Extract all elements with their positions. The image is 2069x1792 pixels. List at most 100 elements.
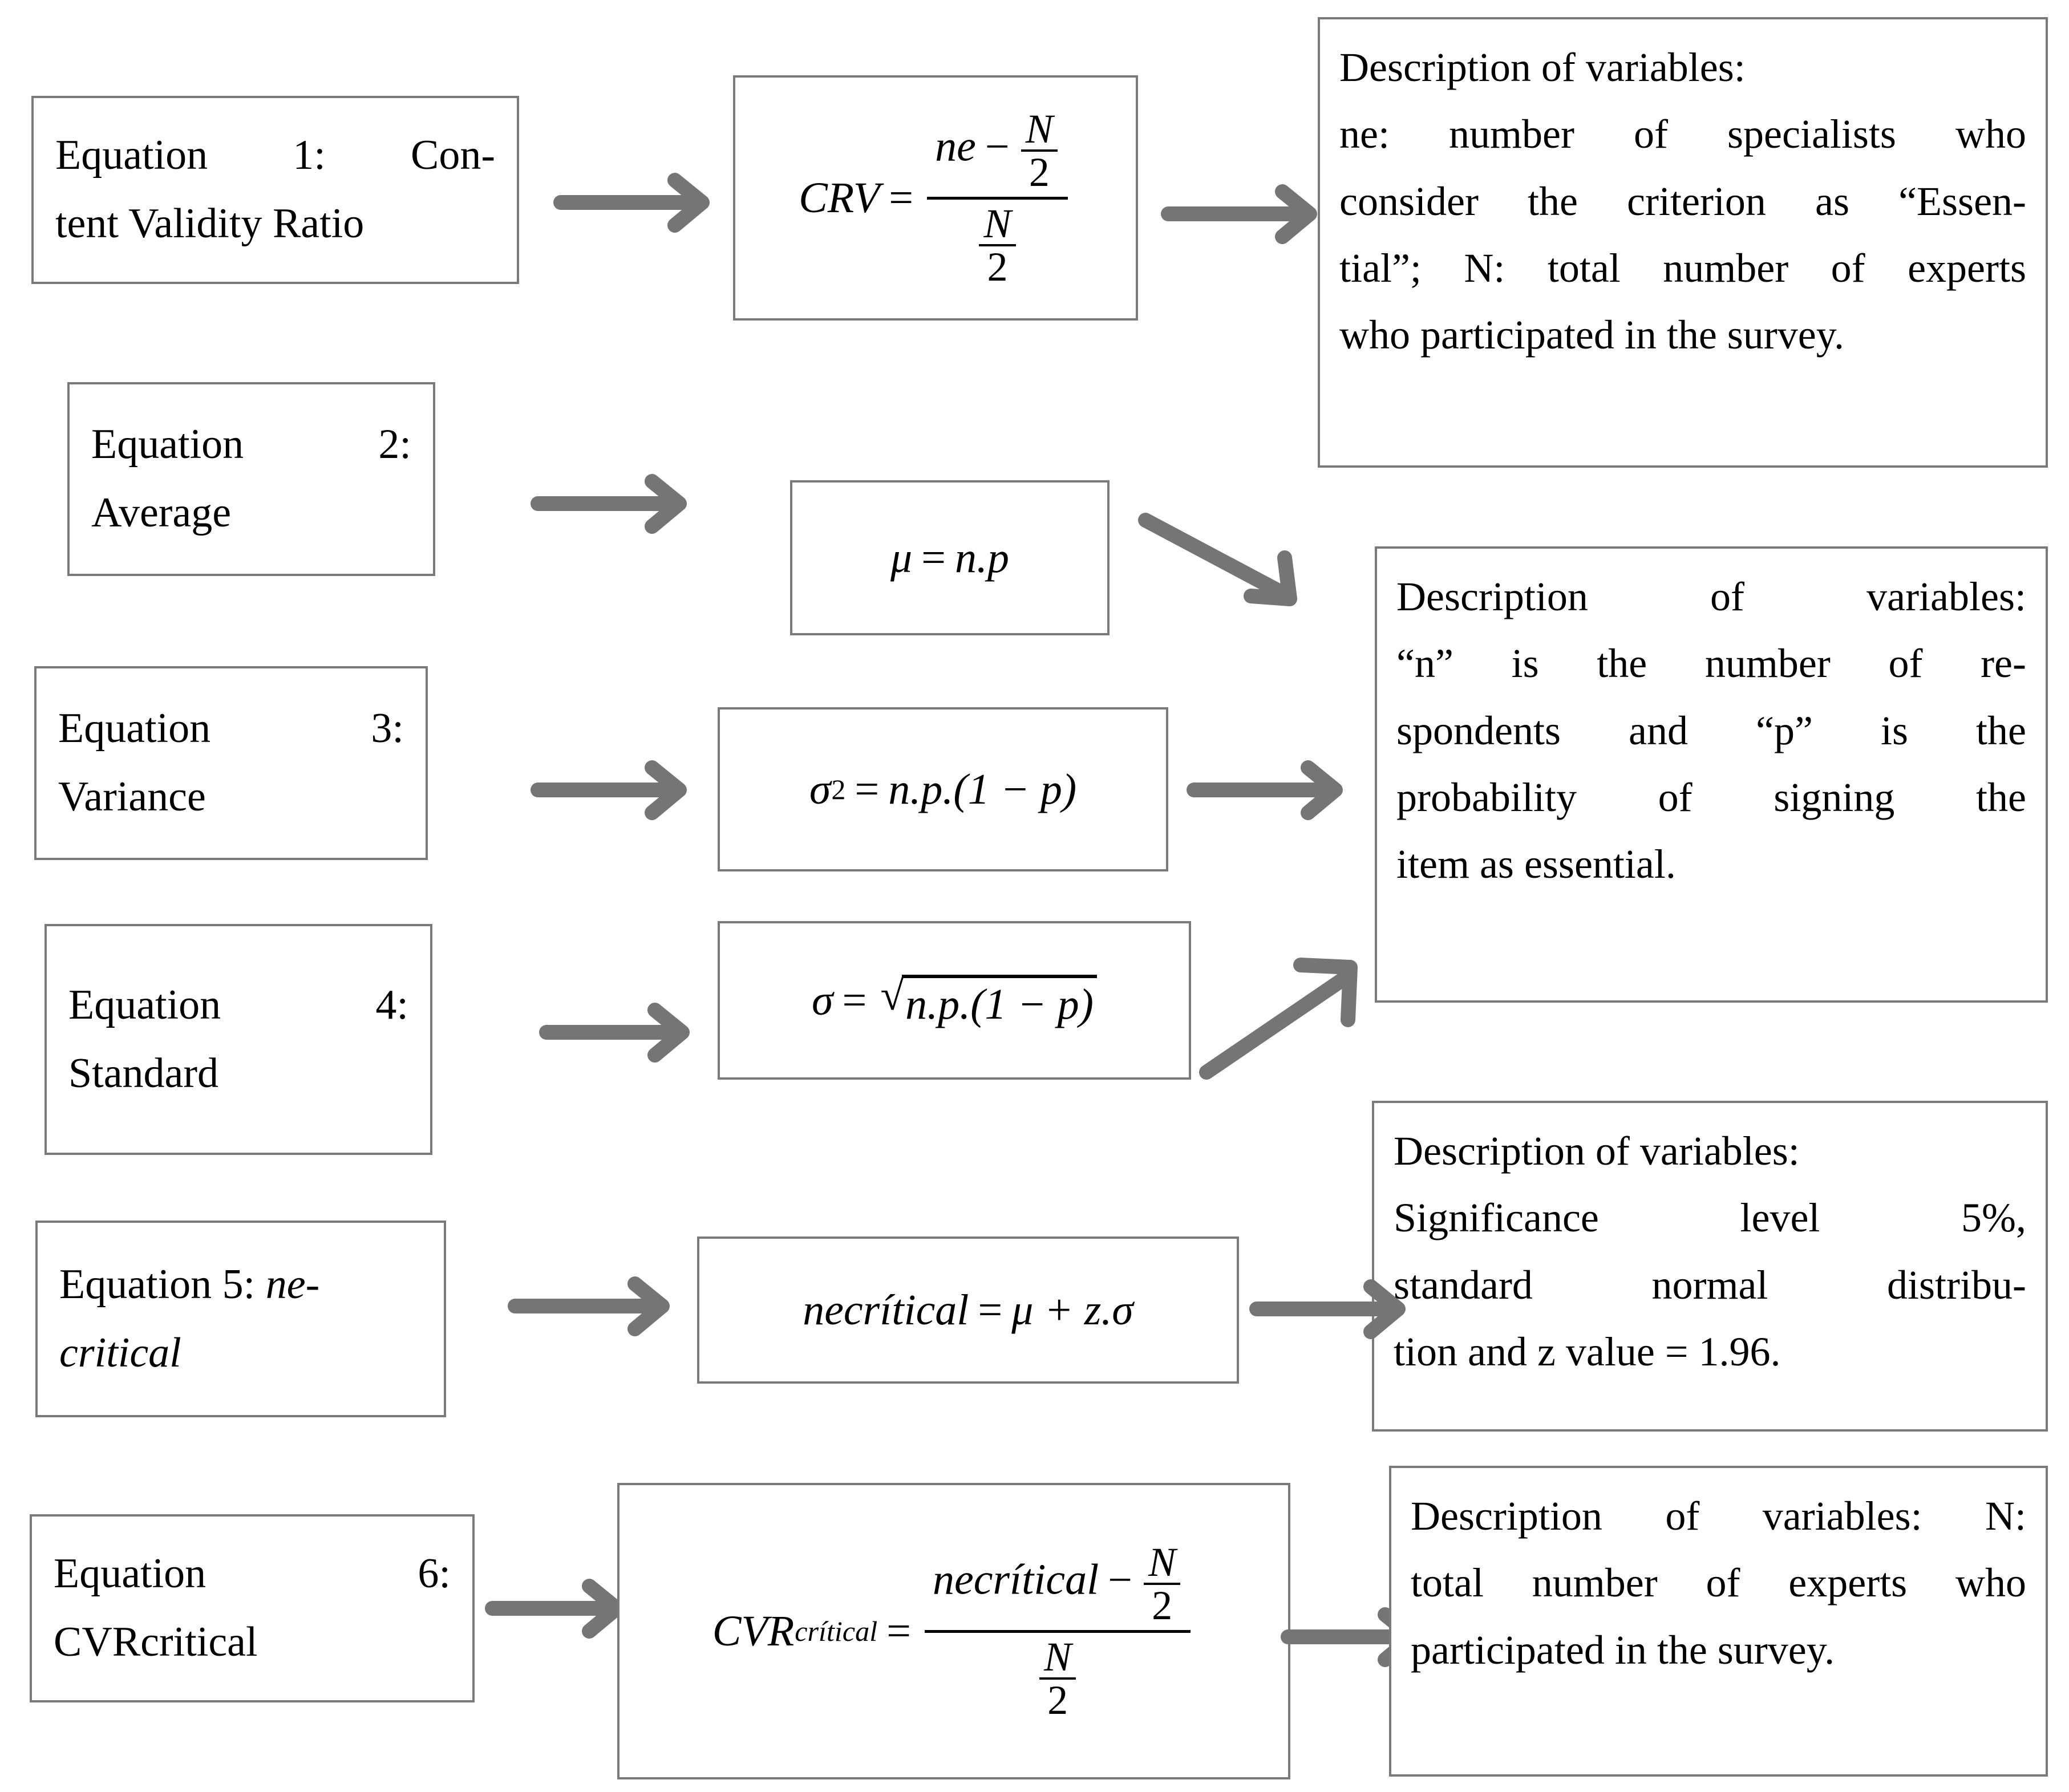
equation-2-formula: μ = n.p xyxy=(890,536,1009,579)
description-box-4: Description of variables: N: total numbe… xyxy=(1389,1466,2048,1777)
equation-4-label-line1: Equation 4: xyxy=(68,981,408,1028)
equation-4-label-box: Equation 4: Standard xyxy=(44,924,432,1155)
description-1-line3: consider the criterion as “Essen- xyxy=(1339,178,2026,224)
fraction-bar xyxy=(1039,1677,1076,1680)
equation-4-formula: σ = √ n.p.(1 − p) xyxy=(812,971,1097,1026)
equation-3-label-box: Equation 3: Variance xyxy=(34,666,428,860)
equation-6-den-inner-num: N xyxy=(1044,1633,1072,1680)
equation-6-num-inner-num: N xyxy=(1148,1539,1176,1586)
equation-3-lhs: σ xyxy=(809,765,831,813)
arrow-eq4-label-to-formula xyxy=(539,1001,702,1064)
description-1-line5: who participated in the survey. xyxy=(1339,312,1845,358)
equation-5-formula: necrítical = μ + z.σ xyxy=(803,1288,1133,1332)
equation-4-equals: = xyxy=(842,976,867,1024)
equation-1-den-inner-num: N xyxy=(983,200,1011,246)
arrow-eq5-label-to-formula xyxy=(508,1275,682,1337)
arrow-eq1-label-to-formula xyxy=(553,171,722,234)
equation-4-formula-box: σ = √ n.p.(1 − p) xyxy=(718,921,1191,1080)
equation-3-exponent: 2 xyxy=(831,773,846,805)
equation-4-label-line2: Standard xyxy=(68,1049,219,1097)
equation-4-radical: √ n.p.(1 − p) xyxy=(880,971,1097,1026)
description-box-1: Description of variables: ne: number of … xyxy=(1318,17,2048,468)
equation-2-label-box: Equation 2: Average xyxy=(67,382,435,576)
equation-3-label-line2: Variance xyxy=(58,773,206,820)
equation-5-label-line2-italic: critical xyxy=(59,1329,181,1376)
arrow-eq2-formula-to-desc2 xyxy=(1135,508,1323,639)
equation-5-label-line1-plain: Equation 5: xyxy=(59,1260,266,1308)
equation-4-label-text: Equation 4: Standard xyxy=(47,971,430,1108)
equation-3-label-line1: Equation 3: xyxy=(58,705,404,752)
description-3-line4: tion and z value = 1.96. xyxy=(1394,1329,1781,1375)
equation-5-formula-box: necrítical = μ + z.σ xyxy=(697,1236,1239,1384)
description-1-text: Description of variables: ne: number of … xyxy=(1320,19,2046,384)
equation-2-label-line2: Average xyxy=(91,489,232,536)
equation-1-label-box: Equation 1: Con- tent Validity Ratio xyxy=(31,96,519,284)
radical-icon: √ xyxy=(880,971,905,1019)
equation-1-num-inner-num: N xyxy=(1025,106,1053,152)
equation-4-radicand: n.p.(1 − p) xyxy=(902,975,1097,1026)
equation-1-num-left: ne xyxy=(935,122,976,171)
equation-5-equals: = xyxy=(978,1286,1003,1334)
description-4-line1: Description of variables: N: xyxy=(1411,1493,2026,1539)
equation-3-equals: = xyxy=(855,765,880,813)
equation-1-equals: = xyxy=(889,174,914,222)
fraction-bar xyxy=(927,196,1068,200)
equation-2-lhs: μ xyxy=(890,534,913,582)
equation-5-label-text: Equation 5: ne- critical xyxy=(38,1251,444,1388)
equation-3-label-text: Equation 3: Variance xyxy=(37,695,426,832)
equation-5-lhs: necrítical xyxy=(803,1286,969,1334)
fraction-bar xyxy=(979,244,1016,246)
equation-6-label-text: Equation 6: CVRcritical xyxy=(32,1540,472,1677)
equation-2-label-line1: Equation 2: xyxy=(91,421,411,468)
equation-1-num-inner-den: 2 xyxy=(1029,149,1050,196)
description-2-line2: “n” is the number of re- xyxy=(1396,640,2026,687)
description-box-2: Description of variables: “n” is the num… xyxy=(1375,546,2048,1003)
equation-2-equals: = xyxy=(921,534,946,582)
arrow-eq4-formula-to-desc2 xyxy=(1195,947,1383,1089)
equation-3-rhs: n.p.(1 − p) xyxy=(888,765,1077,813)
fraction-bar xyxy=(1021,149,1058,152)
arrow-eq1-formula-to-desc1 xyxy=(1161,183,1329,245)
equation-5-label-line1-italic: ne- xyxy=(265,1260,320,1308)
equation-1-lhs: CRV xyxy=(799,174,880,222)
equation-6-label-line1: Equation 6: xyxy=(54,1550,451,1598)
equation-6-lhs: CVR xyxy=(712,1607,795,1655)
equation-6-num-op: − xyxy=(1108,1555,1133,1604)
equation-6-lhs-subscript: crítical xyxy=(795,1615,878,1647)
description-1-line1: Description of variables: xyxy=(1339,44,1746,90)
description-2-line3: spondents and “p” is the xyxy=(1396,707,2026,753)
description-3-text: Description of variables: Significance l… xyxy=(1374,1103,2046,1400)
equation-5-label-line2: critical xyxy=(59,1319,422,1388)
description-box-3: Description of variables: Significance l… xyxy=(1372,1101,2048,1432)
arrow-eq3-label-to-formula xyxy=(531,759,699,821)
arrow-eq2-label-to-formula xyxy=(531,472,699,535)
fraction-bar xyxy=(925,1629,1191,1633)
fraction-bar xyxy=(1144,1583,1181,1586)
description-1-line4: tial”; N: total number of experts xyxy=(1339,245,2026,291)
equation-2-label-text: Equation 2: Average xyxy=(70,411,433,548)
description-3-line1: Description of variables: xyxy=(1394,1128,1800,1174)
arrow-eq6-label-to-formula xyxy=(485,1577,636,1640)
equation-4-lhs: σ xyxy=(812,976,833,1024)
description-1-line2: ne: number of specialists who xyxy=(1339,111,2026,157)
equation-2-formula-box: μ = n.p xyxy=(790,480,1110,635)
description-4-line2: total number of experts who xyxy=(1411,1560,2026,1606)
equation-5-label-line1: Equation 5: ne- xyxy=(59,1251,422,1319)
equation-5-label-box: Equation 5: ne- critical xyxy=(35,1221,446,1417)
